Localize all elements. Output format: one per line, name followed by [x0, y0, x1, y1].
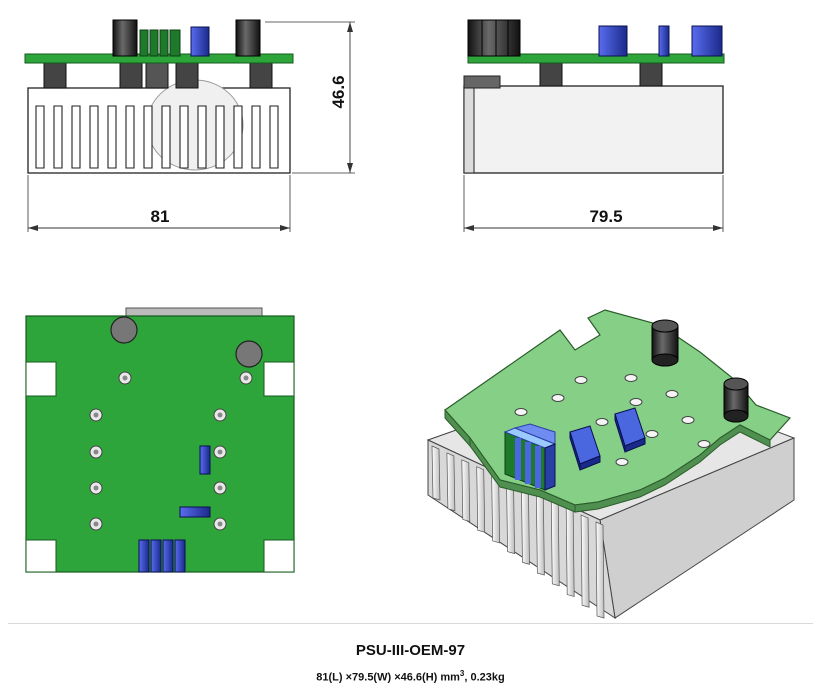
iso-transistor-block	[503, 423, 557, 491]
iso-fin	[565, 507, 575, 598]
dimension-label-46-6: 46.6	[329, 75, 348, 108]
top-capacitor	[235, 340, 263, 368]
iso-capacitor	[651, 319, 679, 367]
front-standoffs	[43, 61, 273, 89]
caption: PSU-III-OEM-97 81(L) ×79.5(W) ×46.6(H) m…	[0, 630, 821, 684]
mounting-hole-center	[217, 449, 223, 455]
iso-fin	[536, 493, 545, 576]
mounting-hole-center	[93, 521, 99, 527]
pcb-hole	[665, 390, 679, 398]
side-pcb	[467, 53, 725, 64]
mounting-hole-center	[217, 521, 223, 527]
dimension-side-width: 79.5	[463, 175, 724, 232]
spec-weight: , 0.23kg	[464, 671, 505, 684]
spec-dimensions: 81(L) ×79.5(W) ×46.6(H) mm	[316, 671, 460, 684]
pcb-hole	[551, 394, 565, 402]
top-corner-cutouts	[25, 361, 295, 573]
front-pcb	[24, 53, 294, 64]
front-components	[112, 19, 261, 57]
pcb-hole	[629, 398, 643, 406]
iso-heatsink-fins	[431, 445, 605, 619]
isometric-view	[426, 309, 796, 620]
iso-fin	[461, 459, 471, 522]
mounting-hole-center	[217, 412, 223, 418]
specification-line: 81(L) ×79.5(W) ×46.6(H) mm3, 0.23kg	[0, 669, 821, 684]
pcb-hole	[615, 458, 629, 466]
iso-blue-part	[614, 407, 646, 453]
dimension-height: 46.6	[265, 21, 355, 174]
iso-pcb-holes	[514, 374, 711, 466]
pcb-hole	[697, 440, 711, 448]
front-view: 81 46.6	[24, 19, 355, 232]
dimension-label-79-5: 79.5	[589, 207, 622, 226]
mounting-hole-center	[93, 485, 99, 491]
iso-fin	[550, 500, 560, 587]
pcb-hole	[595, 418, 609, 426]
iso-fin	[476, 466, 486, 533]
mounting-hole-center	[93, 412, 99, 418]
mounting-hole-center	[93, 449, 99, 455]
pcb-hole	[645, 430, 659, 438]
divider-line	[8, 623, 813, 624]
dimension-label-81: 81	[151, 207, 170, 226]
iso-components	[503, 319, 749, 491]
top-components	[138, 445, 211, 573]
side-components	[467, 19, 723, 57]
top-view	[25, 307, 295, 573]
iso-capacitor	[723, 377, 749, 423]
iso-fin	[431, 445, 441, 501]
pcb-hole	[574, 376, 588, 384]
side-view: 79.5	[463, 19, 725, 232]
iso-blue-part	[569, 425, 601, 471]
pcb-hole	[514, 408, 528, 416]
mounting-hole-center	[122, 375, 128, 381]
side-heatsink	[463, 85, 724, 174]
side-standoffs	[539, 61, 663, 87]
top-capacitor	[110, 316, 138, 344]
top-mounting-holes	[89, 371, 253, 531]
iso-fin	[595, 521, 605, 619]
iso-fin	[580, 514, 590, 608]
pcb-hole	[624, 374, 638, 382]
pcb-hole	[681, 416, 695, 424]
iso-fin	[446, 452, 456, 512]
mounting-hole-center	[217, 485, 223, 491]
dimension-front-width: 81	[27, 175, 291, 232]
front-heatsink	[27, 79, 291, 174]
iso-fin	[521, 486, 530, 565]
model-name: PSU-III-OEM-97	[355, 642, 466, 659]
spec-cube-exponent: 3	[459, 669, 465, 678]
iso-fin	[506, 480, 515, 555]
mounting-hole-center	[243, 375, 249, 381]
